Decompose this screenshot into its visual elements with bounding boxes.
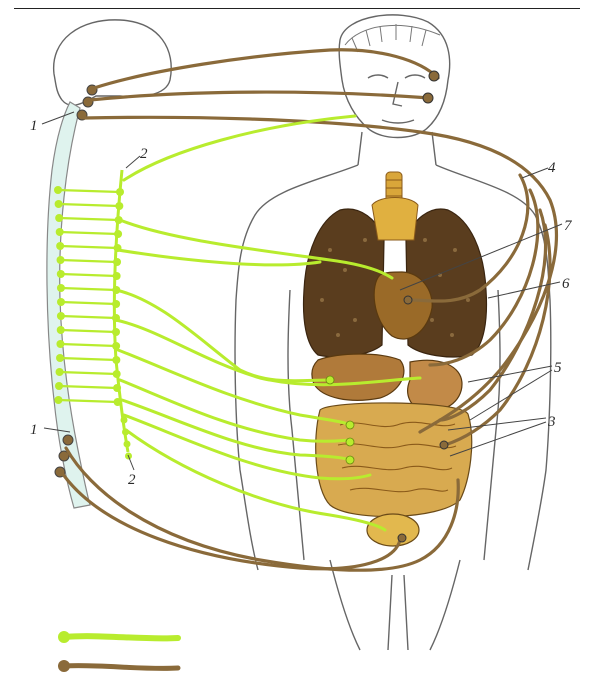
legend-parasympathetic-swatch [64, 666, 178, 669]
gut-ganglion [440, 441, 448, 449]
legs-outline [330, 560, 460, 650]
mesenteric-ganglion-3 [346, 456, 354, 464]
left-arm-inner [288, 290, 304, 560]
label-1-top: 1 [30, 118, 38, 134]
communicating-ramus [60, 246, 117, 248]
label-7: 7 [564, 218, 573, 234]
lower-chain-ganglion [121, 417, 128, 424]
communicating-ramus [58, 190, 120, 192]
lower-chain-ganglion [124, 441, 131, 448]
pelvic-ganglion [398, 534, 406, 542]
legend [58, 631, 178, 672]
communicating-ramus [61, 302, 116, 304]
label-2-top: 2 [140, 146, 148, 162]
communicating-ramus [61, 260, 118, 262]
communicating-ramus [61, 288, 116, 290]
label-1-bottom: 1 [30, 422, 38, 438]
leader-5b [470, 370, 552, 420]
label-2-bottom: 2 [128, 472, 136, 488]
mouth [382, 120, 414, 123]
otic-ganglion [423, 93, 433, 103]
sympathetic-trunk [114, 170, 128, 452]
communicating-ramus [60, 344, 116, 346]
eye-right [405, 75, 425, 78]
leader-5a [468, 366, 552, 382]
cns [47, 20, 171, 508]
liver [312, 354, 404, 400]
symp-to-gut-1 [118, 350, 350, 425]
communicating-ramus [60, 372, 117, 374]
mesenteric-ganglion-1 [346, 421, 354, 429]
communicating-ramus [61, 316, 116, 318]
heart-ganglion [404, 296, 412, 304]
label-6: 6 [562, 276, 570, 292]
spinal-cord [47, 102, 90, 508]
sacral-ganglion-1 [63, 435, 73, 445]
hair [345, 24, 440, 52]
brain-outline [54, 20, 172, 105]
sympathetic-chain [114, 170, 128, 452]
communicating-rami [58, 190, 120, 402]
nose [393, 82, 402, 106]
coeliac-ganglion [326, 376, 334, 384]
symp-to-liver [116, 290, 330, 381]
communicating-ramus [61, 330, 116, 332]
communicating-ramus [59, 218, 119, 220]
mesenteric-ganglion-2 [346, 438, 354, 446]
bladder [367, 514, 419, 546]
label-4: 4 [548, 160, 556, 176]
eye-left [368, 75, 388, 78]
communicating-ramus [60, 358, 116, 360]
communicating-ramus [60, 232, 118, 234]
label-3: 3 [547, 414, 556, 430]
aorta [372, 198, 418, 241]
lung-left [304, 209, 384, 357]
symp-to-face [124, 116, 355, 180]
communicating-ramus [61, 274, 117, 276]
label-5: 5 [554, 360, 562, 376]
leader-2-top [126, 156, 140, 168]
legend-sympathetic-swatch [64, 636, 178, 638]
communicating-ramus [59, 204, 120, 206]
ciliary-ganglion [429, 71, 439, 81]
symp-to-lung [118, 250, 320, 265]
